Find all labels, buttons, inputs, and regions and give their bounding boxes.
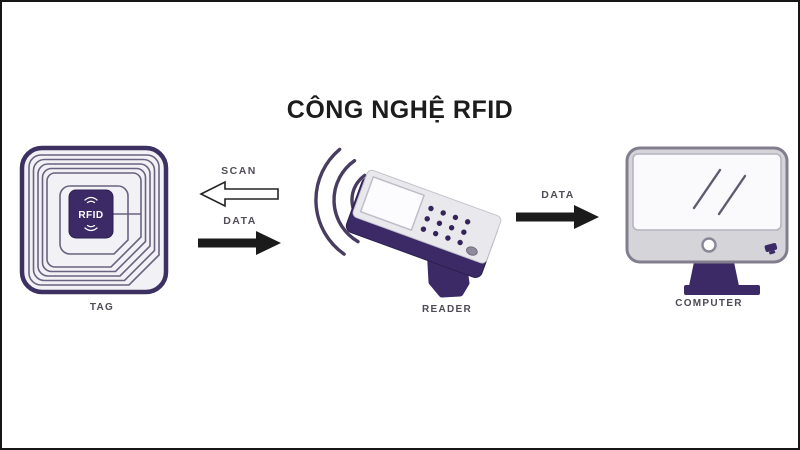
monitor-power-button bbox=[701, 237, 717, 253]
screen-reflection bbox=[692, 168, 747, 216]
reader-body bbox=[345, 169, 502, 278]
computer-monitor-icon bbox=[625, 146, 789, 295]
reader-screen bbox=[359, 175, 426, 232]
reader-label: READER bbox=[421, 304, 473, 315]
tag-label: TAG bbox=[89, 302, 115, 313]
data-arrow-right-icon bbox=[516, 205, 599, 229]
reader-keypad bbox=[420, 205, 471, 246]
brand-mark-icon bbox=[764, 243, 778, 255]
scan-arrow-left-icon bbox=[199, 180, 279, 208]
tag-chip bbox=[68, 189, 114, 239]
rfid-tag-icon: RFID bbox=[19, 145, 169, 295]
chip-wave-icon bbox=[84, 196, 98, 232]
scan-arrow-label: SCAN bbox=[221, 165, 257, 177]
data-arrow-right-icon bbox=[198, 231, 281, 255]
data-arrow-group-2: DATA bbox=[516, 189, 600, 230]
monitor-stand bbox=[689, 262, 739, 286]
data-arrow-group-1: DATA bbox=[198, 215, 282, 256]
page-title: CÔNG NGHỆ RFID bbox=[286, 96, 514, 124]
monitor-screen bbox=[632, 153, 782, 231]
computer-label: COMPUTER bbox=[675, 298, 743, 309]
tag-antenna-coil bbox=[28, 154, 160, 286]
data-arrow-label: DATA bbox=[541, 189, 575, 201]
monitor-base bbox=[684, 285, 760, 295]
data-arrow-label: DATA bbox=[223, 215, 257, 227]
reader-scan-button bbox=[466, 246, 478, 256]
scan-arrow-group: SCAN bbox=[199, 165, 279, 208]
rfid-reader-icon bbox=[314, 147, 502, 298]
chip-label: RFID bbox=[78, 210, 103, 221]
